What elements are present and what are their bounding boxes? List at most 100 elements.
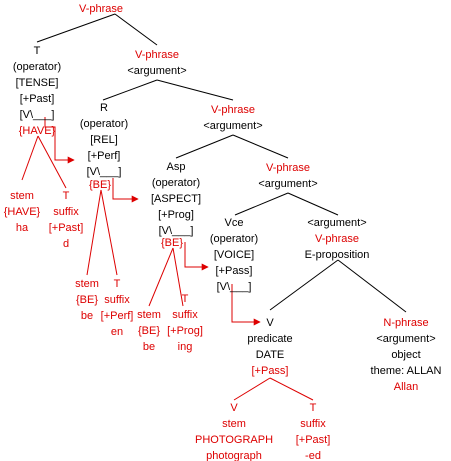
branch-be1-to-stem (86, 189, 102, 276)
have-suffix-line: T (63, 190, 70, 202)
be1-suffix-line: T (114, 278, 121, 290)
arrow-vce-to-predicate (231, 284, 261, 326)
eprop-label: V-phrase (315, 233, 359, 245)
nphrase-node: N-phrase <argument> object theme: ALLAN … (371, 317, 442, 393)
eproposition-node: <argument> V-phrase E-proposition (305, 217, 370, 261)
photograph-stem-node: V stem PHOTOGRAPH photograph (195, 402, 273, 461)
eprop-role: <argument> (307, 217, 366, 229)
be2-suffix-line: suffix (172, 309, 198, 321)
vce-line: (operator) (210, 233, 258, 245)
have-stem-line: ha (16, 222, 29, 234)
be1-suffix-line: en (111, 326, 123, 338)
rel-line: [REL] (90, 134, 118, 146)
have-stem-line: stem (10, 190, 34, 202)
photo-suffix-line: -ed (305, 450, 321, 461)
branch-top-to-vp1 (114, 13, 158, 46)
branch-vp3-to-vce (234, 192, 289, 216)
be1-suffix-line: suffix (104, 294, 130, 306)
tense-line: [TENSE] (16, 77, 59, 89)
have-stem-node: stem {HAVE} ha (4, 190, 41, 234)
asp-line: (operator) (152, 177, 200, 189)
nphrase-line: <argument> (376, 333, 435, 345)
be2-suffix-line: ing (178, 341, 193, 353)
nphrase-line: theme: ALLAN (371, 365, 442, 377)
top-vphrase-label: V-phrase (79, 3, 123, 15)
rel-line: [+Perf] (88, 150, 121, 162)
have-stem-line: {HAVE} (4, 206, 41, 218)
branch-pred-to-suffix (269, 377, 314, 401)
predicate-node: V predicate DATE [+Pass] (247, 317, 292, 377)
tense-line: [V\___] (20, 109, 55, 121)
rel-line: [V\___] (87, 166, 122, 178)
vphrase-3-node: V-phrase <argument> (258, 162, 317, 190)
be1-stem-node: stem {BE} be (75, 278, 99, 322)
be2-suffix-line: [+Prog] (167, 325, 203, 337)
branch-top-to-tense (36, 13, 116, 43)
photo-stem-line: photograph (206, 450, 262, 461)
rel-line: R (100, 102, 108, 114)
be2-suffix-node: T suffix [+Prog] ing (167, 293, 203, 353)
vce-node: Vce (operator) [VOICE] [+Pass] [V\___] (210, 217, 258, 293)
have-suffix-line: d (63, 238, 69, 250)
vphrase-1-node: V-phrase <argument> (127, 49, 186, 77)
have-suffix-line: [+Past] (49, 222, 84, 234)
asp-node: Asp (operator) [ASPECT] [+Prog] [V\___] … (151, 161, 201, 249)
be1-stem-line: stem (75, 278, 99, 290)
photo-stem-head: V (230, 402, 238, 414)
be1-suffix-line: [+Perf] (101, 310, 134, 322)
vphrase-3-role: <argument> (258, 178, 317, 190)
vphrase-1-role: <argument> (127, 65, 186, 77)
photo-stem-line: PHOTOGRAPH (195, 434, 273, 446)
predicate-line: DATE (256, 349, 285, 361)
be1-suffix-node: T suffix [+Perf] en (101, 278, 134, 338)
photo-stem-line: stem (222, 418, 246, 430)
asp-feature: {BE} (161, 237, 183, 249)
asp-line: Asp (167, 161, 186, 173)
arrow-asp-to-vce (184, 242, 209, 271)
nphrase-line: object (391, 349, 420, 361)
vce-line: [VOICE] (214, 249, 254, 261)
vphrase-3-label: V-phrase (266, 162, 310, 174)
branch-vp2-to-asp (175, 134, 234, 159)
have-suffix-line: suffix (53, 206, 79, 218)
branch-vp2-to-vp3 (232, 134, 289, 159)
branch-have-to-suffix (37, 135, 67, 189)
vce-line: [+Pass] (216, 265, 253, 277)
rel-node: R (operator) [REL] [+Perf] [V\___] {BE} (80, 102, 128, 191)
be2-stem-line: be (143, 341, 155, 353)
asp-line: [V\___] (159, 225, 194, 237)
tense-line: T (34, 45, 41, 57)
branch-be1-to-suffix (100, 189, 118, 276)
movement-arrows (44, 117, 261, 326)
morph-branches (21, 135, 314, 401)
tree-branches (36, 13, 407, 313)
branch-vp1-to-vp2 (156, 79, 234, 101)
branch-be2-to-stem (148, 247, 174, 307)
photo-suffix-line: T (310, 402, 317, 414)
branch-pred-to-stem (233, 377, 271, 401)
be2-stem-line: stem (137, 309, 161, 321)
be2-stem-node: stem {BE} be (137, 309, 161, 353)
eprop-type: E-proposition (305, 249, 370, 261)
tense-node: T (operator) [TENSE] [+Past] [V\___] {HA… (13, 45, 61, 137)
rel-line: (operator) (80, 118, 128, 130)
photo-suffix-line: [+Past] (296, 434, 331, 446)
photograph-suffix-node: T suffix [+Past] -ed (296, 402, 331, 461)
predicate-line: V (266, 317, 274, 329)
branch-eprop-to-predicate (269, 259, 339, 311)
photo-suffix-line: suffix (300, 418, 326, 430)
vphrase-2-node: V-phrase <argument> (203, 104, 262, 132)
tense-feature: {HAVE} (19, 125, 56, 137)
rel-feature: {BE} (89, 179, 111, 191)
vce-line: [V\___] (217, 281, 252, 293)
predicate-feature: [+Pass] (252, 365, 289, 377)
asp-line: [+Prog] (158, 209, 194, 221)
vphrase-2-role: <argument> (203, 120, 262, 132)
branch-eprop-to-nphrase (337, 259, 407, 313)
arrow-rel-to-asp (112, 178, 139, 203)
be1-stem-line: be (81, 310, 93, 322)
asp-line: [ASPECT] (151, 193, 201, 205)
tense-line: [+Past] (20, 93, 55, 105)
have-suffix-node: T suffix [+Past] d (49, 190, 84, 250)
